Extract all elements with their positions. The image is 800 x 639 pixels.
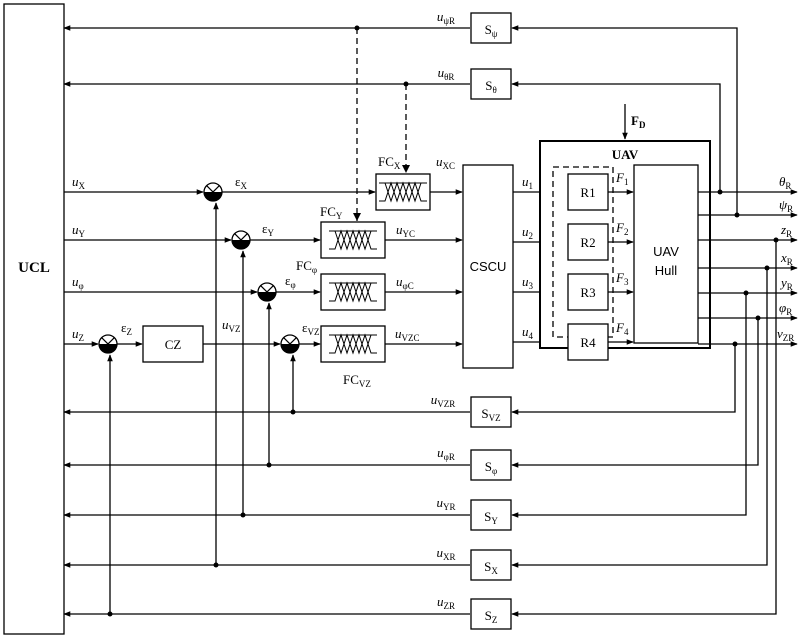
error-x-label: εX [235, 174, 247, 191]
sensor-psi-signal: uψR [437, 9, 455, 26]
cz-label: CZ [165, 337, 182, 352]
sensor-z-box [470, 598, 512, 630]
input-ux-label: uX [72, 174, 86, 191]
uav-title: UAV [612, 147, 639, 162]
sensor-psi-box [470, 12, 512, 44]
rotor-4-label: R4 [580, 335, 596, 350]
feedback-lines [63, 25, 470, 617]
fuzzy-controller-y [320, 221, 386, 259]
row-z: uZ εZ [64, 320, 143, 617]
row-vz: uVZ εVZ [203, 317, 321, 415]
sensor-x-label: SX [484, 559, 498, 576]
sensor-theta-box [470, 68, 512, 100]
disturbance-label: FD [631, 113, 646, 130]
fuzzy-controller-vz [320, 325, 386, 363]
force-f2: F2 [615, 220, 628, 237]
rotor-2 [567, 223, 609, 261]
sensor-vz-label: SVZ [481, 406, 500, 423]
fuzzy-phi-output: uφC [396, 274, 414, 291]
rotor-3 [567, 273, 609, 311]
force-f1: F1 [615, 170, 628, 187]
row-phi: uφ εφ [64, 273, 321, 468]
sensor-y-box [470, 499, 512, 531]
error-vz-label: εVZ [302, 320, 319, 337]
output-theta: θR [779, 174, 791, 191]
sensor-x: SX uXR [436, 545, 512, 581]
sensor-z-signal: uZR [437, 594, 455, 611]
row-y: uY εY [64, 221, 321, 518]
cz-block [142, 325, 204, 363]
control-u2: u2 [522, 224, 533, 241]
summing-junction-vz [280, 334, 300, 354]
sensor-phi-label: Sφ [485, 459, 497, 476]
fuzzy-controller-x [375, 173, 431, 211]
sensor-vz-signal: uVZR [431, 392, 456, 409]
sensor-vz-box [470, 396, 512, 428]
rotor-3-label: R3 [580, 285, 595, 300]
uav-hull [633, 164, 699, 344]
sensor-phi-box [470, 449, 512, 481]
sensor-theta: Sθ uθR [438, 65, 512, 100]
output-psi: ψR [779, 197, 793, 214]
summing-junction-x [203, 182, 223, 202]
rotor-2-label: R2 [580, 235, 595, 250]
fuzzy-vz-label: FCVZ [343, 372, 371, 389]
summing-junction-phi [257, 282, 277, 302]
sensor-y: SY uYR [436, 495, 512, 531]
control-u4: u4 [522, 324, 534, 341]
force-lines [608, 189, 634, 345]
cscu-block [462, 164, 514, 369]
output-lines [698, 189, 798, 347]
output-x: xR [780, 250, 793, 267]
sensor-theta-signal: uθR [438, 65, 455, 82]
input-uz-label: uZ [72, 326, 84, 343]
sensor-y-label: SY [484, 509, 498, 526]
sensor-z-label: SZ [485, 608, 498, 625]
sensor-phi-signal: uφR [437, 445, 455, 462]
error-phi-label: εφ [285, 273, 296, 290]
input-uy-label: uY [72, 222, 86, 239]
control-u3: u3 [522, 274, 534, 291]
sensor-input-lines [511, 25, 777, 617]
cscu-label: CSCU [470, 259, 507, 274]
uav-hull-line1: UAV [653, 244, 679, 259]
force-f3: F3 [615, 270, 629, 287]
output-vz: vZR [777, 326, 794, 343]
sensor-psi: Sψ uψR [437, 9, 512, 44]
summing-junction-z [98, 334, 118, 354]
sensor-theta-label: Sθ [485, 78, 497, 95]
output-phi: φR [779, 300, 792, 317]
fuzzy-vz-output: uVZC [395, 326, 420, 343]
output-y: yR [779, 275, 793, 292]
error-z-label: εZ [121, 320, 132, 337]
rotor-1-label: R1 [580, 185, 595, 200]
force-f4: F4 [615, 320, 629, 337]
fuzzy-y-output: uYC [396, 222, 415, 239]
u-vz-label: uVZ [222, 317, 241, 334]
sensor-psi-label: Sψ [485, 22, 498, 39]
output-z: zR [780, 222, 792, 239]
sensor-x-box [470, 549, 512, 581]
error-y-label: εY [262, 221, 274, 238]
sensor-phi: Sφ uφR [437, 445, 512, 481]
control-u1: u1 [522, 174, 533, 191]
ucl-block [3, 3, 65, 635]
summing-junction-y [231, 230, 251, 250]
fuzzy-x-label: FCX [378, 154, 401, 171]
sensor-x-signal: uXR [436, 545, 455, 562]
fuzzy-x-output: uXC [436, 154, 455, 171]
sensor-vz: SVZ uVZR [431, 392, 512, 428]
fuzzy-y-label: FCY [320, 204, 343, 221]
fuzzy-controller-phi [320, 273, 386, 311]
uav-hull-line2: Hull [655, 263, 678, 278]
sensor-y-signal: uYR [436, 495, 455, 512]
ucl-label: UCL [18, 260, 50, 276]
input-uphi-label: uφ [72, 274, 84, 291]
fuzzy-phi-label: FCφ [296, 258, 317, 275]
sensor-z: SZ uZR [437, 594, 512, 630]
row-x: uX εX [64, 174, 376, 568]
